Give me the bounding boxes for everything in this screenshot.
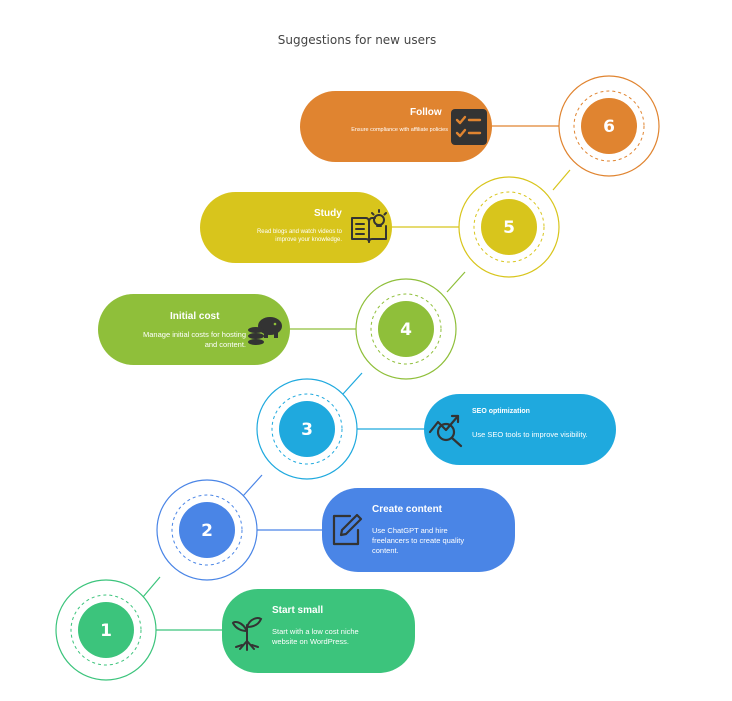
step-card-4: Initial cost Manage initial costs for ho… bbox=[98, 294, 290, 365]
step-card-5: Study Read blogs and watch videos to imp… bbox=[200, 192, 392, 263]
step-card-3: SEO optimization Use SEO tools to improv… bbox=[424, 394, 616, 465]
connector-diagonal-2-3 bbox=[242, 474, 263, 497]
step-description-3: Use SEO tools to improve visibility. bbox=[472, 430, 588, 439]
pen-edit-icon bbox=[332, 513, 363, 546]
step-title-5: Study bbox=[314, 208, 342, 219]
step-description-1: Start with a low cost niche website on W… bbox=[272, 627, 359, 646]
connector-diagonal-4-5 bbox=[446, 271, 466, 293]
step-card-2: Create content Use ChatGPT and hire free… bbox=[322, 488, 515, 572]
connector-diagonal-3-4 bbox=[342, 372, 363, 395]
step-description-6: Ensure compliance with affiliate policie… bbox=[351, 127, 448, 133]
step-card-1: Start small Start with a low cost niche … bbox=[222, 589, 415, 673]
step-circle-5: 5 bbox=[458, 176, 560, 278]
book-idea-icon bbox=[351, 209, 387, 243]
step-number-2: 2 bbox=[201, 521, 213, 541]
step-circle-1: 1 bbox=[55, 579, 157, 681]
sprout-icon bbox=[231, 617, 263, 651]
step-title-6: Follow bbox=[410, 107, 442, 118]
step-description-5: Read blogs and watch videos to improve y… bbox=[256, 229, 342, 243]
step-title-1: Start small bbox=[272, 605, 324, 616]
connector-diagonal-1-2 bbox=[142, 576, 161, 598]
step-number-5: 5 bbox=[503, 218, 515, 238]
step-title-3: SEO optimization bbox=[472, 408, 530, 415]
step-circle-4: 4 bbox=[355, 278, 457, 380]
step-card-6: Follow Ensure compliance with affiliate … bbox=[300, 91, 492, 162]
step-description-2: Use ChatGPT and hire freelancers to crea… bbox=[372, 526, 465, 555]
checklist-icon bbox=[451, 109, 487, 145]
step-number-4: 4 bbox=[400, 320, 412, 340]
step-title-4: Initial cost bbox=[170, 311, 220, 322]
step-number-3: 3 bbox=[301, 420, 313, 440]
piggy-bank-icon bbox=[248, 317, 282, 345]
connector-diagonal-5-6 bbox=[552, 169, 571, 191]
step-title-2: Create content bbox=[372, 504, 443, 515]
step-number-6: 6 bbox=[603, 117, 615, 137]
seo-chart-icon bbox=[428, 414, 463, 448]
step-number-1: 1 bbox=[100, 621, 112, 641]
step-circle-6: 6 bbox=[558, 75, 660, 177]
step-description-4: Manage initial costs for hosting and con… bbox=[143, 330, 246, 349]
step-circle-2: 2 bbox=[156, 479, 258, 581]
diagram-title: Suggestions for new users bbox=[277, 33, 437, 47]
step-circle-3: 3 bbox=[256, 378, 358, 480]
